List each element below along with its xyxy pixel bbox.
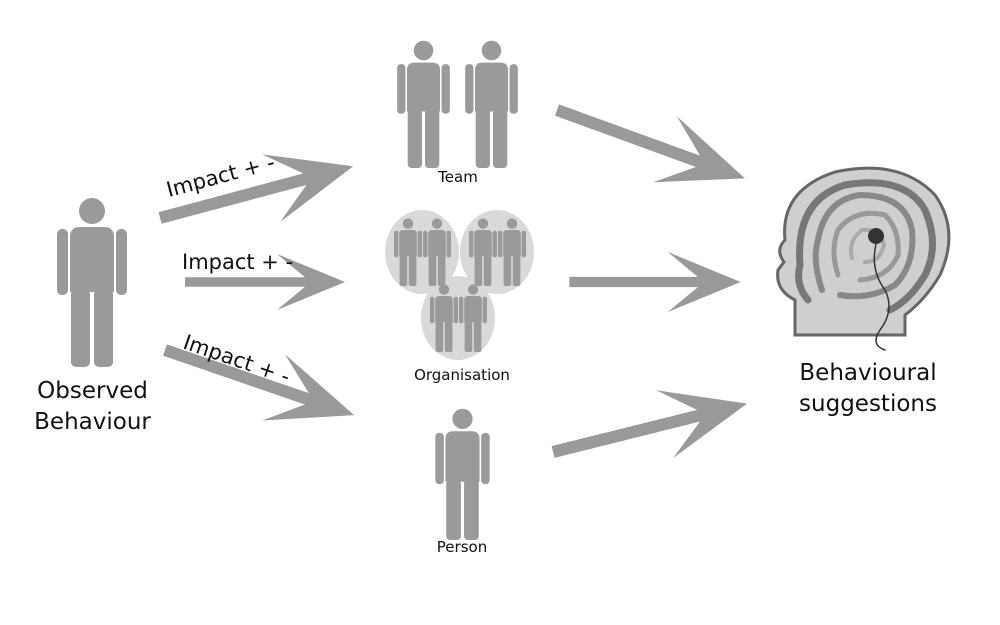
arrow-person-to-outcome: [544, 369, 756, 486]
single-person-icon: [435, 408, 490, 540]
arrow-organisation-to-outcome: [569, 252, 741, 312]
team-person-icon: [465, 40, 518, 168]
organisation-label: Organisation: [414, 366, 510, 384]
impact-label-organisation: Impact + -: [182, 250, 294, 274]
behavioural-suggestions-label: Behavioural suggestions: [788, 358, 948, 420]
label-line: Behaviour: [34, 409, 151, 435]
organisation-icon: [385, 210, 534, 360]
label-line: Behavioural: [799, 360, 937, 386]
right-arrows: [544, 77, 757, 486]
observed-person-icon: [57, 198, 127, 367]
maze-head-icon: [776, 166, 951, 351]
observed-behaviour-label: Observed Behaviour: [20, 376, 165, 438]
label-line: suggestions: [799, 391, 937, 417]
team-person-icon: [397, 40, 450, 168]
arrow-team-to-outcome: [545, 77, 757, 212]
person-label: Person: [436, 538, 488, 556]
team-label: Team: [438, 168, 478, 186]
label-line: Observed: [37, 378, 148, 404]
